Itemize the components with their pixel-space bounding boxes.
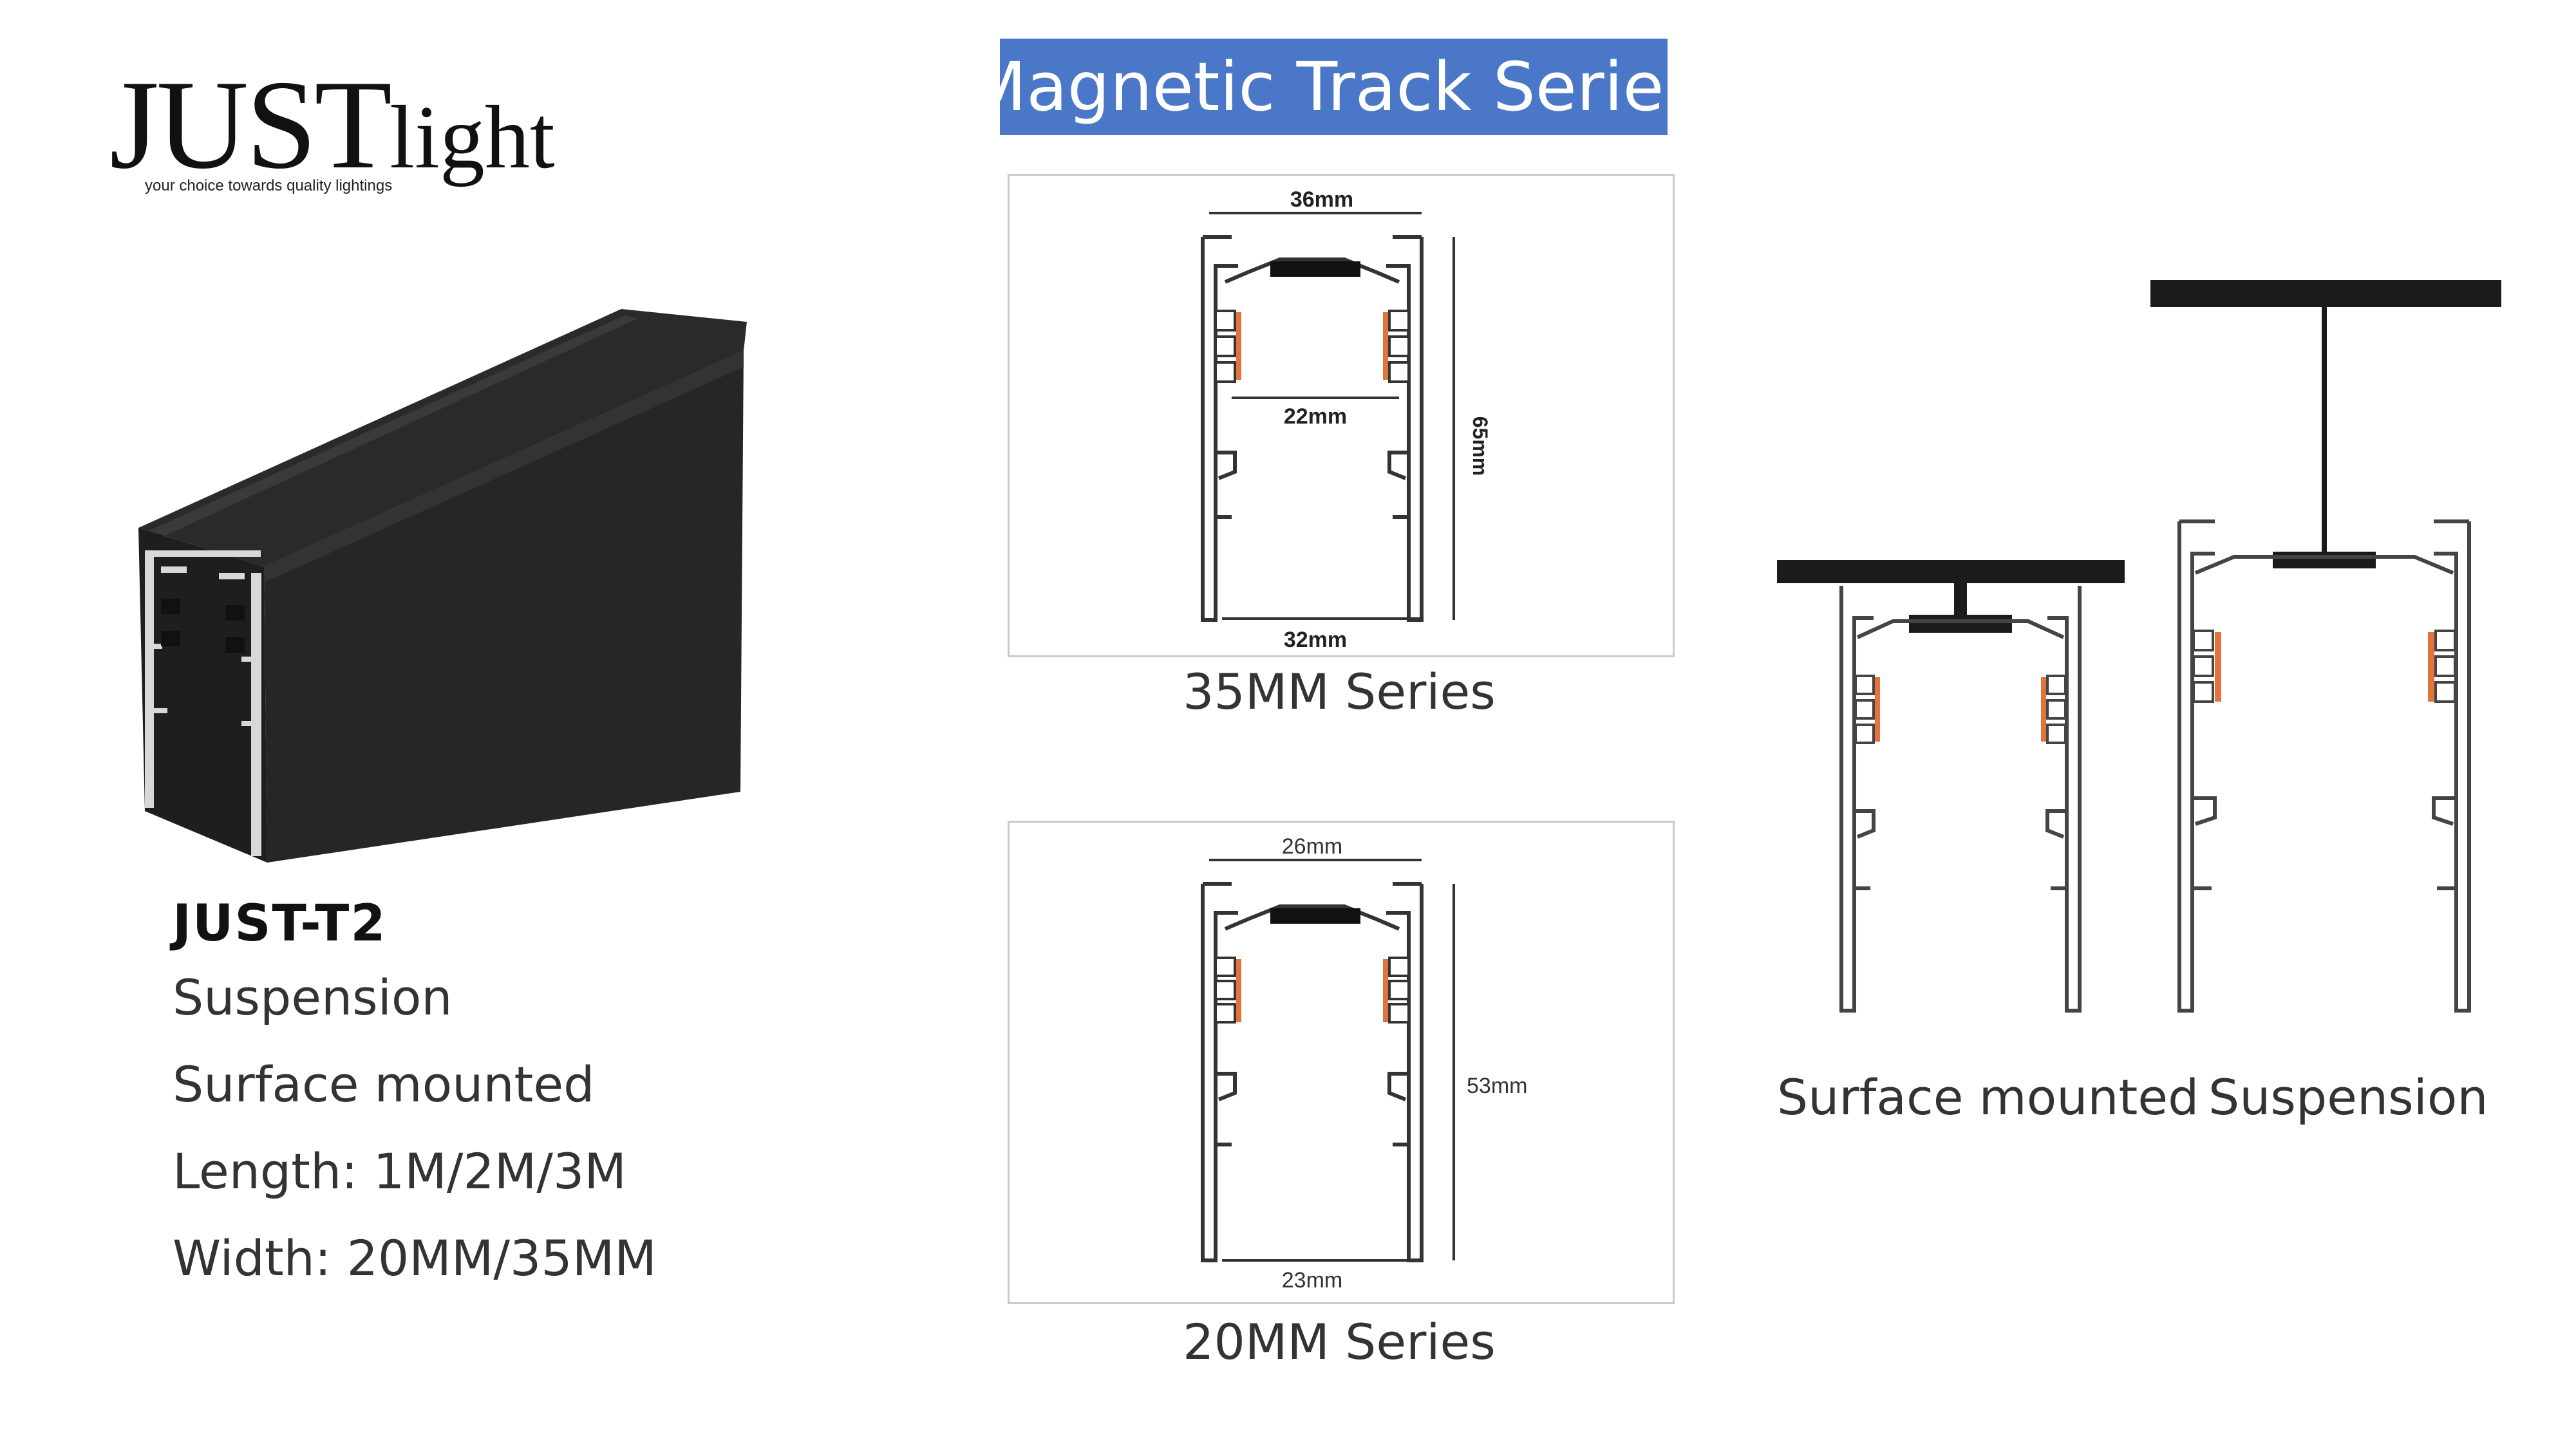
- track-product-photo: [138, 309, 747, 863]
- surface-mounted-drawing: [1777, 560, 2125, 1013]
- dim-20-top: 26mm: [1282, 834, 1342, 859]
- product-model: JUST-T2: [173, 895, 387, 953]
- page-title-banner: Magnetic Track Series: [968, 39, 1699, 135]
- dim-35-height: 65mm: [1469, 416, 1492, 476]
- diagram-20mm-drawing: 26mm 23mm 53mm: [1201, 834, 1527, 1293]
- spec-width: Width: 20MM/35MM: [173, 1229, 657, 1287]
- diagram-20mm-frame: 26mm 23mm 53mm: [1008, 821, 1675, 1304]
- mounting-diagrams: [1777, 280, 2501, 1013]
- brand-logo: JUSTlight your choice towards quality li…: [109, 61, 560, 209]
- label-surface-mounted: Surface mounted: [1777, 1069, 2199, 1126]
- dim-35-mid: 22mm: [1284, 404, 1347, 429]
- diagram-35mm-frame: 36mm 22mm 32mm 65mm: [1008, 174, 1675, 657]
- spec-surface-mounted: Surface mounted: [173, 1056, 595, 1113]
- spec-suspension: Suspension: [173, 969, 453, 1026]
- dim-20-height: 53mm: [1467, 1074, 1527, 1098]
- logo-light: light: [390, 88, 555, 187]
- caption-20mm: 20MM Series: [1183, 1313, 1496, 1370]
- suspension-drawing: [2150, 280, 2501, 1013]
- diagram-35mm-drawing: 36mm 22mm 32mm 65mm: [1201, 187, 1492, 652]
- dim-20-bottom: 23mm: [1282, 1268, 1342, 1293]
- dim-35-bottom: 32mm: [1284, 628, 1347, 652]
- label-suspension: Suspension: [2208, 1069, 2488, 1126]
- caption-35mm: 35MM Series: [1183, 663, 1496, 720]
- dim-35-top: 36mm: [1290, 187, 1353, 212]
- logo-wordmark: JUSTlight: [109, 61, 555, 189]
- logo-just: JUST: [109, 54, 392, 195]
- spec-length: Length: 1M/2M/3M: [173, 1143, 626, 1200]
- logo-tagline: your choice towards quality lightings: [145, 177, 393, 194]
